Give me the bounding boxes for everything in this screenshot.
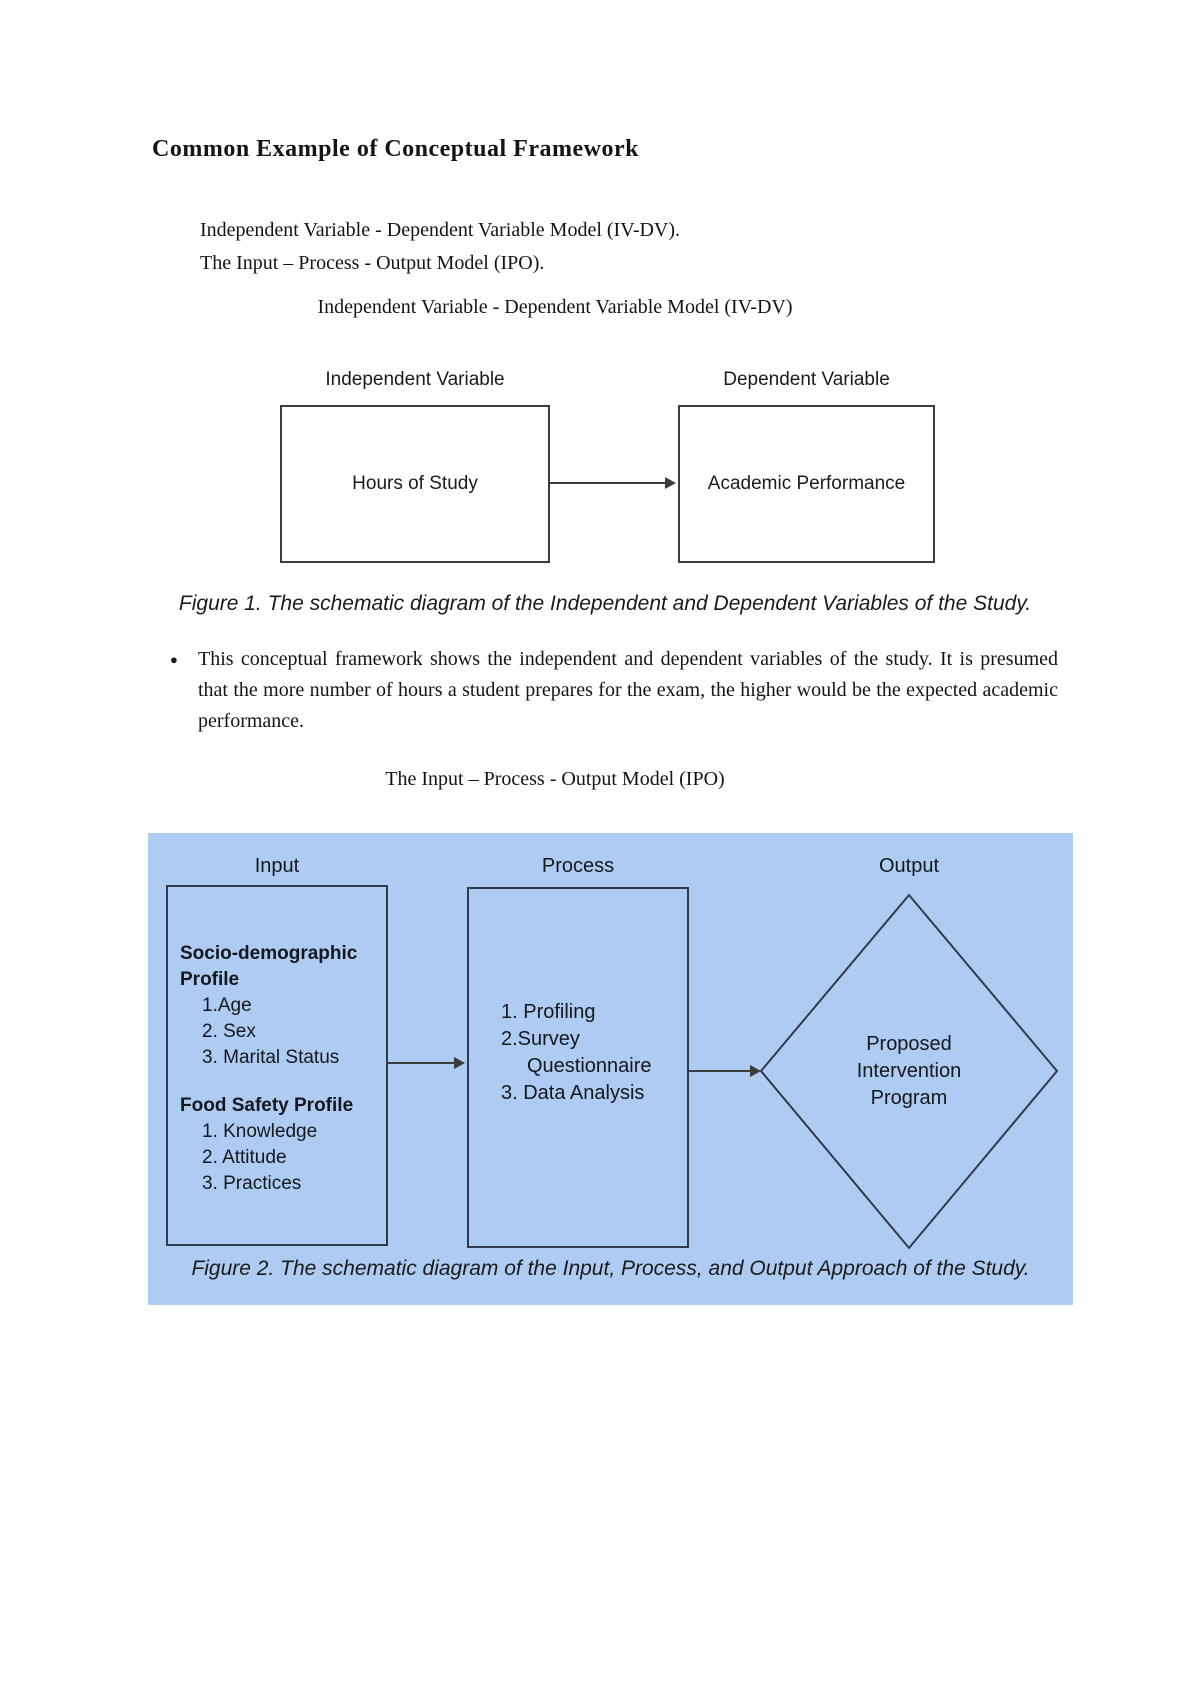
socio-demographic-items: 1.Age 2. Sex 3. Marital Status: [180, 993, 378, 1071]
figure1-heading: Independent Variable - Dependent Variabl…: [317, 296, 793, 318]
list-item: 1. Knowledge: [202, 1121, 318, 1142]
process-item: 2.Survey: [501, 1028, 580, 1050]
arrow-process-to-output: [689, 1065, 761, 1077]
process-item-continuation: Questionnaire: [527, 1055, 652, 1077]
list-item: 3. Marital Status: [202, 1047, 340, 1068]
intro-paragraph: Independent Variable - Dependent Variabl…: [200, 214, 680, 280]
process-item: 3. Data Analysis: [501, 1082, 645, 1104]
diamond-line: Intervention: [856, 1060, 962, 1082]
food-safety-profile-title: Food Safety Profile: [180, 1095, 354, 1116]
arrow-iv-to-dv: [550, 477, 676, 489]
list-item: 2. Attitude: [202, 1147, 287, 1168]
figure2-caption: Figure 2. The schematic diagram of the I…: [191, 1257, 1030, 1280]
hours-of-study-text: Hours of Study: [352, 473, 478, 494]
bullet-icon: ●: [170, 652, 178, 667]
bullet-text: This conceptual framework shows the inde…: [198, 648, 1058, 732]
list-item: 1.Age: [202, 995, 252, 1016]
food-safety-items: 1. Knowledge 2. Attitude 3. Practices: [180, 1119, 378, 1197]
output-diamond-shape: [759, 893, 1059, 1250]
page-title: Common Example of Conceptual Framework: [152, 136, 639, 162]
academic-performance-box: Academic Performance: [678, 405, 935, 563]
process-column-label: Process: [541, 855, 615, 877]
output-column-label: Output: [878, 855, 940, 877]
process-box: 1. Profiling 2.Survey Questionnaire 3. D…: [467, 887, 689, 1248]
diamond-line: Program: [870, 1087, 948, 1109]
input-column-label: Input: [254, 855, 300, 877]
independent-variable-label: Independent Variable: [325, 369, 505, 390]
diamond-line: Proposed: [866, 1033, 952, 1055]
bullet-paragraph: ● This conceptual framework shows the in…: [170, 644, 1058, 737]
ipo-panel: Input Process Output Socio-demographic P…: [148, 833, 1073, 1305]
dependent-variable-label: Dependent Variable: [723, 369, 890, 390]
figure2-heading: The Input – Process - Output Model (IPO): [385, 768, 725, 790]
process-item: 1. Profiling: [501, 1001, 596, 1023]
proposed-intervention-program-text: Proposed Intervention Program: [761, 1031, 1057, 1112]
hours-of-study-box: Hours of Study: [280, 405, 550, 563]
socio-demographic-profile-title: Socio-demographic Profile: [180, 943, 358, 990]
academic-performance-text: Academic Performance: [707, 473, 906, 494]
arrow-input-to-process: [388, 1057, 465, 1069]
intro-line-1: Independent Variable - Dependent Variabl…: [200, 219, 681, 241]
intro-line-2: The Input – Process - Output Model (IPO)…: [200, 252, 545, 274]
figure1-caption: Figure 1. The schematic diagram of the I…: [178, 592, 1032, 615]
list-item: 2. Sex: [202, 1021, 256, 1042]
list-item: 3. Practices: [202, 1173, 302, 1194]
input-box: Socio-demographic Profile 1.Age 2. Sex 3…: [166, 885, 388, 1246]
